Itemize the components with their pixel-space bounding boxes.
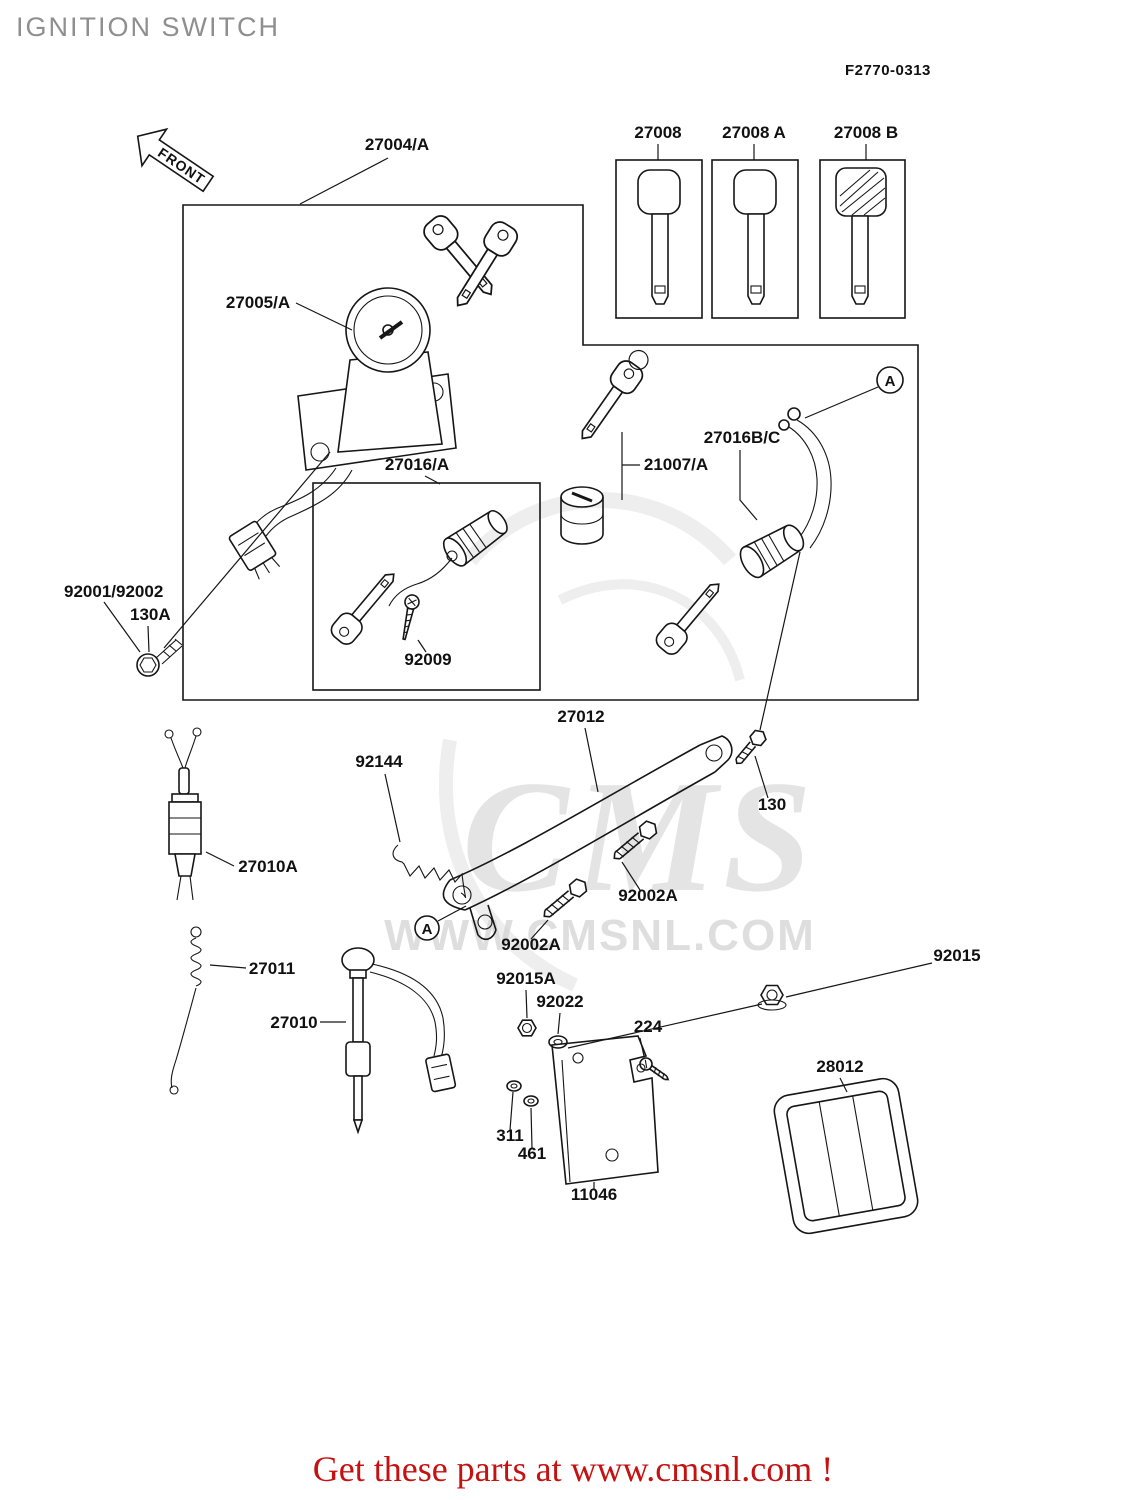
part-label-27008b[interactable]: 27008 B (834, 123, 898, 142)
part-label-224[interactable]: 224 (634, 1017, 663, 1036)
part-label-27008a[interactable]: 27008 A (722, 123, 786, 142)
part-label-92002a-upper[interactable]: 92002A (618, 886, 678, 905)
bracket-11046 (551, 1035, 659, 1185)
part-label-130a[interactable]: 130A (130, 605, 171, 624)
leader-92015-to-bracket (567, 1003, 763, 1049)
key-blank-boxes (615, 159, 906, 319)
figure-code: F2770-0313 (845, 62, 931, 79)
front-arrow: FRONT (136, 127, 215, 193)
part-label-27012[interactable]: 27012 (557, 707, 604, 726)
key-with-ring-21007 (560, 349, 649, 545)
cms-watermark: CMS WWW.CMSNL.COM (384, 492, 818, 992)
part-label-27010[interactable]: 27010 (270, 1013, 317, 1032)
part-label-130[interactable]: 130 (758, 795, 786, 814)
bolt-130 (735, 729, 767, 765)
part-label-311[interactable]: 311 (496, 1126, 523, 1145)
key-blank-27008a (733, 169, 777, 305)
watermark-cms-text: CMS (462, 747, 818, 925)
switch-27010-connector (425, 1053, 457, 1093)
switch-27010a (164, 727, 202, 901)
key-blank-27008 (637, 169, 681, 305)
part-label-461[interactable]: 461 (518, 1144, 546, 1163)
part-label-92001-92002[interactable]: 92001/92002 (64, 582, 163, 601)
lock-cylinder-27016bc (739, 524, 805, 579)
part-label-92009[interactable]: 92009 (404, 650, 451, 669)
footer-bar: Get these parts at www.cmsnl.com ! (0, 1448, 1146, 1490)
part-label-27016a[interactable]: 27016/A (385, 455, 449, 474)
part-label-27010a[interactable]: 27010A (238, 857, 298, 876)
lock-cylinder-27016a (442, 509, 508, 567)
washer-461 (523, 1095, 539, 1107)
nut-92015a (517, 1019, 537, 1037)
callout-a-left: A (414, 905, 467, 941)
part-label-27004a[interactable]: 27004/A (365, 135, 429, 154)
svg-text:A: A (422, 921, 433, 938)
part-label-27005a[interactable]: 27005/A (226, 293, 290, 312)
part-label-92002a-lower[interactable]: 92002A (501, 935, 561, 954)
switch-27010 (341, 947, 457, 1135)
part-label-28012[interactable]: 28012 (816, 1057, 863, 1076)
ignition-switch-assembly (163, 211, 522, 649)
part-label-21007a[interactable]: 21007/A (644, 455, 708, 474)
key-blank-27008b (835, 167, 887, 305)
page-title: IGNITION SWITCH (16, 12, 280, 42)
main-group-box (182, 204, 919, 701)
part-label-27016bc[interactable]: 27016B/C (704, 428, 781, 447)
part-label-92015a[interactable]: 92015A (496, 969, 556, 988)
bracket-27012 (442, 735, 733, 941)
washer-311 (506, 1080, 522, 1092)
seat-lock-assembly-27016bc (651, 407, 832, 731)
part-label-27011[interactable]: 27011 (249, 959, 295, 978)
inner-group-box-27016 (312, 482, 541, 691)
spring-92144 (392, 844, 467, 898)
nut-92015 (757, 984, 787, 1011)
bolt-92002a-upper (613, 820, 658, 860)
switch-connector (228, 520, 281, 580)
watermark-url-text: WWW.CMSNL.COM (384, 911, 816, 960)
bolt-92002a-lower (543, 878, 588, 918)
lock-set-27016a (326, 509, 508, 649)
part-label-92022[interactable]: 92022 (536, 992, 583, 1011)
leader-lines (103, 144, 933, 1190)
screw-92009 (402, 594, 420, 641)
part-labels: 27004/A 27008 27008 A 27008 B 27005/A 27… (64, 123, 981, 1204)
part-label-11046[interactable]: 11046 (571, 1185, 617, 1204)
front-label: FRONT (155, 144, 208, 187)
front-arrow-shape (136, 127, 215, 193)
part-label-92144[interactable]: 92144 (355, 752, 403, 771)
bolt-130a (136, 638, 183, 677)
svg-text:A: A (885, 373, 896, 390)
footer-link-text[interactable]: Get these parts at www.cmsnl.com ! (312, 1449, 834, 1489)
part-label-27008[interactable]: 27008 (634, 123, 681, 142)
spring-27011 (169, 926, 202, 1095)
reflector-28012 (773, 1077, 919, 1235)
callout-a-right: A (804, 366, 904, 419)
screw-224 (639, 1057, 670, 1081)
part-label-92015[interactable]: 92015 (933, 946, 980, 965)
